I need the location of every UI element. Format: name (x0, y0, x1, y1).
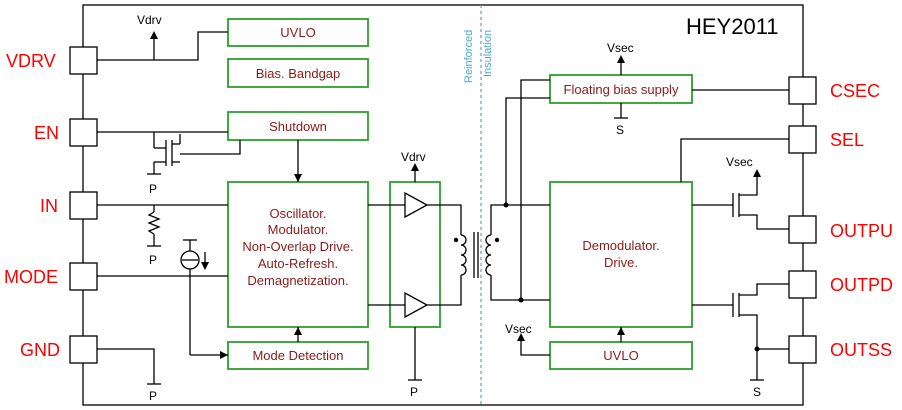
pin-vdrv-pad (69, 46, 98, 75)
pin-gnd-label: GND (20, 340, 60, 360)
pin-en-label: EN (34, 123, 59, 143)
oscillator-block (227, 181, 369, 328)
pin-outpd-pad (788, 270, 817, 299)
pin-outss-pad (788, 335, 817, 364)
shutdown-label: Shutdown (269, 119, 327, 134)
pin-mode-label: MODE (4, 267, 58, 287)
isolation-label-1: Reinforced (463, 30, 475, 83)
vsec-uvlo-label: Vsec (505, 322, 532, 336)
isolation-label-2: Insulation (482, 30, 494, 77)
secondary-wiring (485, 55, 789, 381)
driver-p-label: P (410, 385, 418, 399)
oscillator-line-1: Oscillator. (269, 206, 326, 221)
pin-sel-pad (788, 125, 817, 154)
vsec-outpu-label: Vsec (726, 155, 753, 169)
driver-vdrv-label: Vdrv (401, 150, 426, 164)
pin-in-label: IN (40, 196, 58, 216)
s-bias-label: S (616, 123, 624, 137)
demodulator-block (549, 181, 693, 328)
pin-csec-pad (788, 76, 817, 105)
s-outss-label: S (753, 385, 761, 399)
pin-in-pad (69, 191, 98, 220)
pin-outss-label: OUTSS (830, 340, 892, 360)
bias-bandgap-block (227, 58, 369, 88)
gnd-p-in: P (149, 253, 157, 267)
pin-sel-label: SEL (830, 130, 864, 150)
gnd-p-en: P (149, 182, 157, 196)
uvlo-primary-label: UVLO (280, 25, 315, 40)
vsec-bias-label: Vsec (607, 41, 634, 55)
oscillator-line-5: Demagnetization. (247, 273, 348, 288)
uvlo-secondary-label: UVLO (603, 348, 638, 363)
part-number: HEY2011 (686, 14, 779, 39)
uvlo-secondary-block (549, 341, 693, 370)
pin-outpu-pad (788, 215, 817, 244)
shutdown-block (227, 111, 369, 141)
pin-en-pad (69, 118, 98, 147)
pin-csec-label: CSEC (830, 81, 880, 101)
gnd-p-gnd: P (149, 389, 157, 403)
floating-bias-label: Floating bias supply (564, 82, 679, 97)
pin-gnd-pad (69, 335, 98, 364)
bias-bandgap-label: Bias. Bandgap (256, 66, 341, 81)
primary-wiring (97, 31, 467, 385)
oscillator-line-3: Non-Overlap Drive. (242, 239, 353, 254)
demodulator-line-2: Drive. (604, 255, 638, 270)
demodulator-line-1: Demodulator. (582, 238, 659, 253)
pin-outpd-label: OUTPD (830, 275, 893, 295)
pin-outpu-label: OUTPU (830, 221, 893, 241)
pin-mode-pad (69, 262, 98, 291)
oscillator-line-2: Modulator. (268, 222, 329, 237)
pin-vdrv-label: VDRV (6, 51, 56, 71)
oscillator-line-4: Auto-Refresh. (258, 256, 338, 271)
vdrv-supply-label: Vdrv (137, 13, 162, 27)
mode-detection-label: Mode Detection (252, 348, 343, 363)
